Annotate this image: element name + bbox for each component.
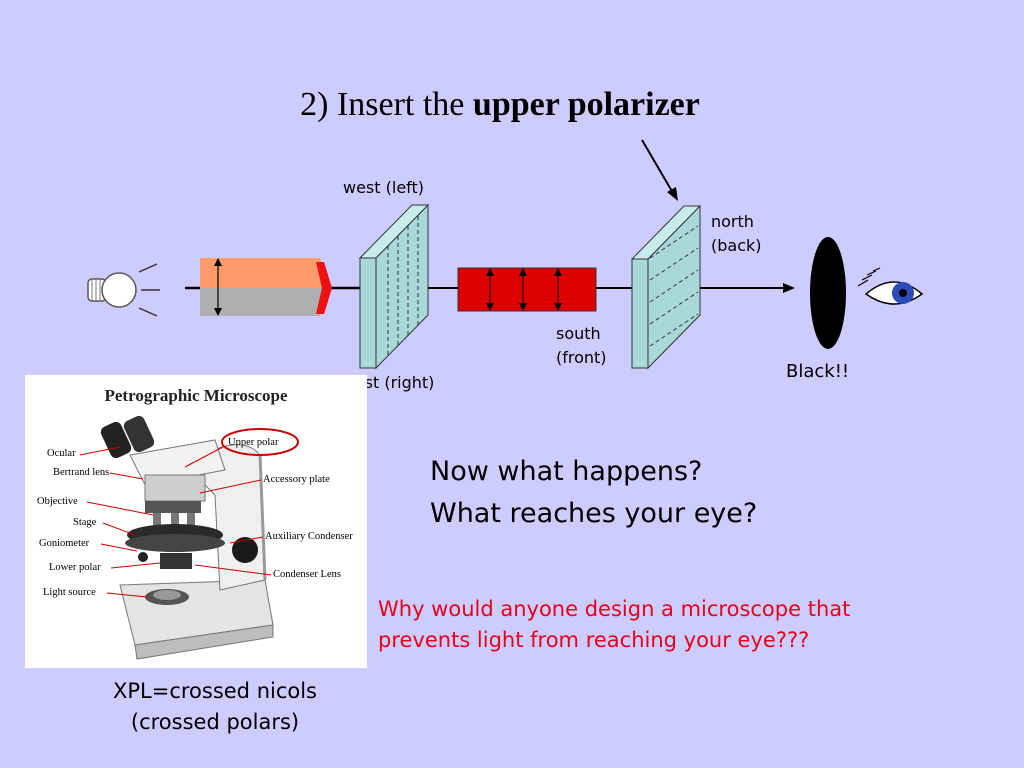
label-south-2: (front) (556, 348, 607, 367)
label-east: east (right) (345, 373, 435, 392)
title-prefix: 2) Insert the (300, 86, 473, 123)
label-bertrand-lens: Bertrand lens (53, 467, 110, 478)
microscope-drawing (79, 415, 299, 660)
label-north-2: (back) (711, 236, 762, 255)
arrowhead-icon (783, 283, 795, 293)
red-question-line-1: Why would anyone design a microscope tha… (378, 597, 851, 621)
microscope-title: Petrographic Microscope (104, 386, 288, 405)
label-goniometer: Goniometer (39, 538, 90, 549)
black-lens (810, 237, 846, 349)
question-line-1: Now what happens? (430, 456, 703, 487)
label-objective: Objective (37, 496, 78, 507)
label-north-1: north (711, 212, 754, 231)
xpl-caption: XPL=crossed nicols (crossed polars) (25, 676, 405, 738)
label-stage: Stage (73, 517, 97, 528)
label-west: west (left) (343, 178, 425, 197)
label-lower-polar: Lower polar (49, 562, 101, 573)
label-ocular: Ocular (47, 448, 76, 459)
lower-polarizer (200, 258, 332, 316)
thin-section-sample (457, 267, 597, 312)
main-question: Now what happens? What reaches your eye? (430, 451, 757, 535)
question-line-2: What reaches your eye? (430, 498, 758, 529)
follow-up-question: Why would anyone design a microscope tha… (378, 594, 850, 656)
label-auxiliary-condenser: Auxiliary Condenser (265, 531, 353, 542)
label-light-source: Light source (43, 587, 96, 598)
optical-path-diagram (87, 139, 924, 370)
caption-line-1: XPL=crossed nicols (112, 679, 318, 703)
eye-icon (857, 267, 924, 305)
pointer-arrow (641, 139, 678, 201)
polarizer-plate-west (358, 203, 430, 370)
label-upper-polar: Upper polar (228, 437, 279, 448)
label-south-1: south (556, 324, 601, 343)
label-result: Black!! (786, 361, 850, 382)
label-accessory-plate: Accessory plate (263, 474, 330, 485)
upper-polarizer-plate (630, 204, 702, 370)
microscope-image: Petrographic Microscope (25, 375, 367, 668)
title-bold: upper polarizer (472, 86, 700, 123)
caption-line-2: (crossed polars) (130, 710, 300, 734)
red-question-line-2: prevents light from reaching your eye??? (378, 628, 810, 652)
slide-title: 2) Insert the upper polarizer (0, 86, 1000, 124)
label-condenser-lens: Condenser Lens (273, 569, 341, 580)
light-bulb-icon (87, 263, 160, 317)
